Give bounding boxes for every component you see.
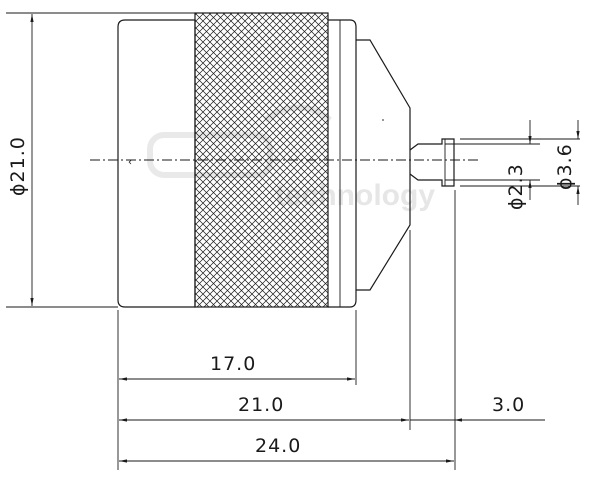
- contact-pin: [409, 138, 455, 187]
- rear-body: [117, 19, 196, 308]
- dim-overall-length: 24.0: [255, 435, 301, 457]
- dim-pin-length: 3.0: [492, 394, 525, 416]
- dim-outer-diameter: ϕ21.0: [7, 136, 29, 196]
- dim-body-length: 17.0: [210, 353, 256, 375]
- dim-pin-diameter: ϕ2.3: [505, 163, 527, 210]
- front-ring: [328, 19, 357, 308]
- dim-pin-head-diameter: ϕ3.6: [554, 143, 576, 190]
- taper-cone: [356, 39, 411, 291]
- extension-lines: [6, 12, 580, 470]
- centre-tick: ‹: [128, 157, 132, 168]
- dim-to-shoulder: 21.0: [238, 394, 284, 416]
